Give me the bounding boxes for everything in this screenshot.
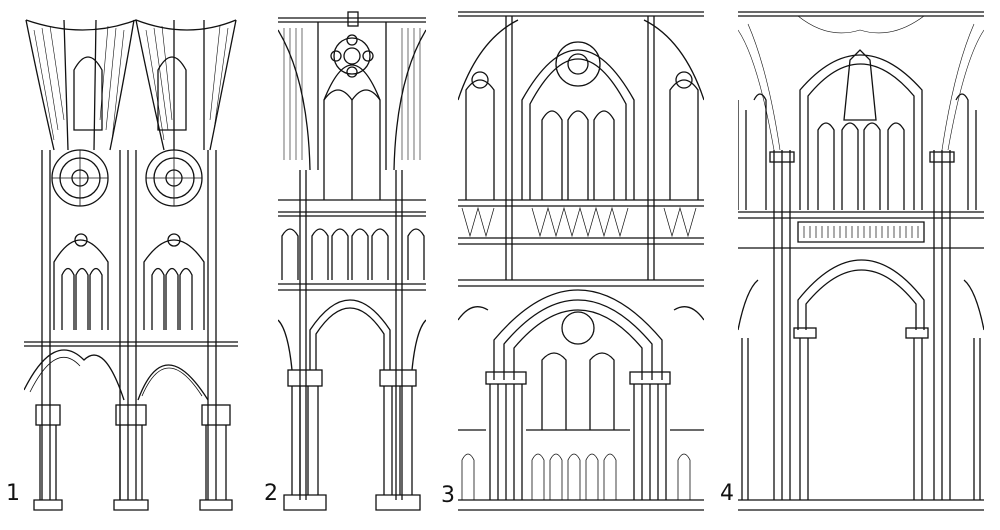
elevation-panel-2 (278, 0, 426, 530)
elevation-drawing-4 (738, 11, 984, 511)
panel-label-3: 3 (441, 483, 455, 508)
elevation-drawing-1 (24, 19, 238, 511)
panel-label-4: 4 (720, 481, 734, 506)
elevation-panel-1 (24, 0, 238, 530)
elevation-panel-4 (738, 0, 984, 530)
elevation-drawing-3 (458, 11, 704, 511)
panel-label-2: 2 (264, 481, 278, 506)
elevation-panel-3 (458, 0, 704, 530)
panel-label-1: 1 (6, 481, 20, 506)
elevation-drawing-2 (278, 11, 426, 511)
